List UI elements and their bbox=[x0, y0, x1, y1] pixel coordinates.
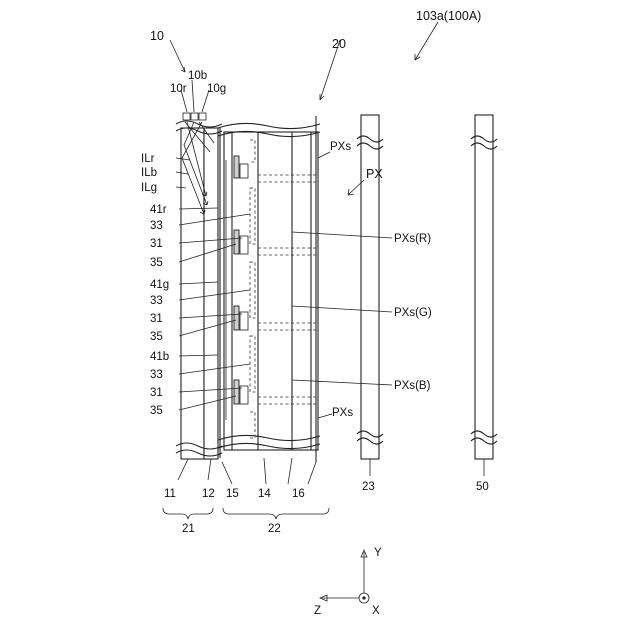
axis-indicator bbox=[320, 550, 369, 603]
label-16: 16 bbox=[292, 488, 305, 500]
label-15: 15 bbox=[226, 488, 239, 500]
light-10g bbox=[199, 113, 206, 120]
label-ilg: ILg bbox=[141, 182, 157, 194]
label-31-a: 31 bbox=[150, 238, 163, 250]
label-10b: 10b bbox=[188, 70, 207, 82]
label-33-b: 33 bbox=[150, 295, 163, 307]
label-title-ref: 103a(100A) bbox=[416, 9, 481, 23]
label-31-b: 31 bbox=[150, 313, 163, 325]
label-ilr: ILr bbox=[141, 153, 155, 165]
label-px: PX bbox=[366, 167, 383, 181]
label-41r: 41r bbox=[150, 204, 167, 216]
label-pxs-bottom: PXs bbox=[332, 407, 353, 419]
label-axis-z: Z bbox=[314, 605, 321, 617]
substrate-12 bbox=[204, 128, 218, 459]
label-pxs-r: PXs(R) bbox=[394, 233, 431, 245]
label-axis-y: Y bbox=[374, 547, 382, 559]
label-10r: 10r bbox=[170, 83, 187, 95]
light-10b bbox=[191, 113, 198, 120]
second-substrate-22 bbox=[218, 116, 320, 462]
label-14: 14 bbox=[258, 488, 271, 500]
label-31-c: 31 bbox=[150, 387, 163, 399]
label-12: 12 bbox=[202, 488, 215, 500]
label-11: 11 bbox=[164, 488, 176, 500]
brace-22 bbox=[223, 508, 329, 519]
element-50 bbox=[471, 115, 497, 459]
label-41g: 41g bbox=[150, 279, 169, 291]
label-20: 20 bbox=[332, 37, 346, 51]
brace-21 bbox=[163, 508, 213, 519]
label-22: 22 bbox=[268, 523, 281, 535]
light-10r bbox=[183, 113, 190, 120]
label-10g: 10g bbox=[207, 83, 226, 95]
label-35-b: 35 bbox=[150, 331, 163, 343]
label-33-c: 33 bbox=[150, 369, 163, 381]
label-10: 10 bbox=[150, 29, 164, 43]
label-23: 23 bbox=[362, 481, 375, 493]
label-pxs-g: PXs(G) bbox=[394, 307, 432, 319]
label-ilb: ILb bbox=[141, 167, 157, 179]
first-substrate-21 bbox=[176, 113, 222, 459]
label-21: 21 bbox=[182, 523, 195, 535]
label-41b: 41b bbox=[150, 351, 169, 363]
label-35-a: 35 bbox=[150, 257, 163, 269]
label-pxs-b: PXs(B) bbox=[394, 380, 431, 392]
label-50: 50 bbox=[476, 481, 489, 493]
label-pxs-top: PXs bbox=[330, 141, 351, 153]
label-35-c: 35 bbox=[150, 405, 163, 417]
label-axis-x: X bbox=[372, 605, 380, 617]
label-33-a: 33 bbox=[150, 220, 163, 232]
substrate-11 bbox=[181, 128, 204, 459]
